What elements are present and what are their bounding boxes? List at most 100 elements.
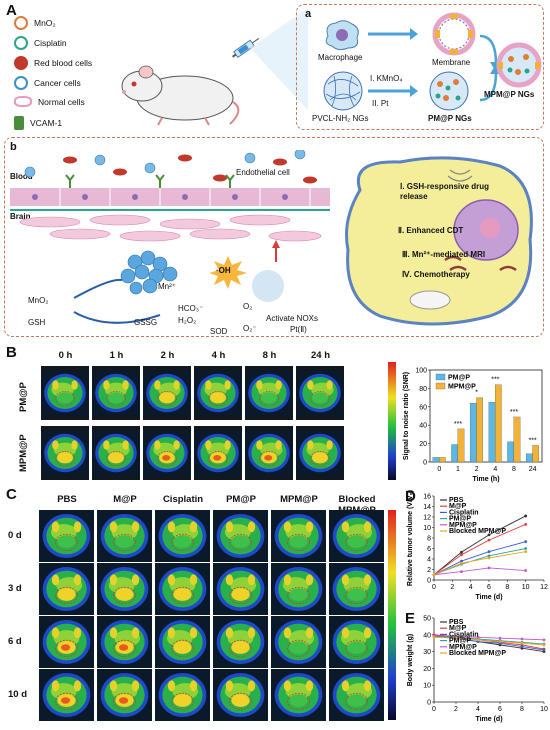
- legend-item: Cancer cells: [14, 76, 81, 90]
- x-tick-label: 0: [437, 466, 441, 473]
- data-point: [542, 648, 546, 652]
- group-header: Cisplatin: [162, 494, 204, 505]
- x-tick-label: 24: [529, 466, 537, 473]
- y-tick-label: 6: [427, 546, 431, 553]
- normal-cell-icon: [14, 96, 32, 107]
- hco3-label: HCO₃⁻: [178, 304, 204, 313]
- data-point: [520, 637, 524, 641]
- data-point: [460, 561, 463, 565]
- significance-mark: ***: [510, 409, 518, 416]
- data-point: [487, 554, 491, 558]
- red-blood-cell-icon: [14, 56, 28, 70]
- day-label: 0 d: [8, 530, 22, 541]
- time-header: 2 h: [160, 350, 175, 361]
- y-tick-label: 0: [427, 700, 431, 707]
- bar-MPM@P: [476, 397, 483, 463]
- series-line-PM@P: [433, 548, 526, 576]
- legend-label: PM@P: [449, 638, 471, 645]
- tumor-cell-illustration: [345, 156, 533, 326]
- mri-image: [155, 510, 210, 562]
- legend-label: PBS: [449, 497, 464, 504]
- y-tick-label: 10: [423, 525, 431, 532]
- data-point: [524, 540, 528, 544]
- macrophage-label: Macrophage: [318, 53, 363, 62]
- data-point: [487, 533, 491, 537]
- data-point: [542, 643, 546, 647]
- mri-image: [41, 426, 89, 480]
- legend-label: Blocked MPM@P: [449, 650, 506, 657]
- y-tick-label: 40: [419, 423, 427, 430]
- x-tick-label: 2: [450, 584, 454, 591]
- cell-mechanism-item: Ⅱ. Enhanced CDT: [398, 226, 464, 235]
- mri-image: [92, 426, 140, 480]
- mpmp-nanogel-icon: [496, 42, 542, 88]
- data-point: [460, 550, 463, 554]
- gssg-label: GSSG: [134, 318, 158, 327]
- mri-image: [155, 616, 210, 668]
- data-point: [432, 573, 436, 577]
- syringe-icon: [232, 38, 260, 59]
- x-axis-label: Time (h): [472, 476, 499, 483]
- legend-label: Cisplatin: [449, 509, 479, 516]
- bar-MPM@P: [457, 428, 465, 463]
- y-tick-label: 0: [427, 578, 431, 585]
- mri-image: [155, 563, 210, 615]
- bar-MPM@P: [513, 416, 521, 463]
- x-axis-label: Time (d): [475, 594, 502, 601]
- data-point: [498, 640, 502, 643]
- gsh-label: GSH: [28, 318, 46, 327]
- mri-image: [194, 426, 242, 480]
- bar-PM@P: [507, 441, 514, 463]
- sod-label: SOD: [210, 327, 228, 336]
- legend-label: Blocked MPM@P: [449, 528, 506, 535]
- legend-label: M@P: [449, 625, 467, 632]
- data-point: [476, 638, 480, 642]
- mno2-icon: [14, 16, 28, 30]
- day-label: 10 d: [8, 689, 28, 700]
- data-point: [524, 569, 528, 572]
- pmp-nanogel-icon: [429, 71, 469, 111]
- group-header: PBS: [57, 494, 77, 505]
- mri-image: [329, 616, 384, 668]
- legend-label: M@P: [449, 503, 467, 510]
- mri-image: [97, 616, 152, 668]
- data-point: [524, 547, 528, 550]
- y-tick-label: 8: [427, 536, 431, 543]
- cell-mechanism-item: Ⅲ. Mn²⁺-mediated MRI: [402, 250, 486, 259]
- cell-mechanism-item: Ⅳ. Chemotherapy: [402, 270, 470, 279]
- series-line-Blocked MPM@P: [433, 551, 526, 576]
- mri-image: [213, 510, 268, 562]
- mri-image: [39, 616, 94, 668]
- mri-image: [329, 669, 384, 721]
- scheme-b-box: [4, 137, 544, 337]
- row-label: PM@P: [18, 382, 29, 412]
- significance-mark: *: [475, 390, 478, 397]
- y-tick-label: 0: [423, 460, 427, 467]
- pt-label: Pt(Ⅱ): [290, 325, 307, 334]
- significance-mark: ***: [529, 437, 537, 444]
- data-point: [487, 556, 491, 560]
- data-point: [460, 570, 463, 573]
- mri-image: [41, 366, 89, 420]
- x-axis-label: Time (d): [475, 716, 502, 723]
- legend-label: Normal cells: [38, 96, 85, 107]
- data-point: [520, 641, 524, 645]
- y-tick-label: 20: [419, 441, 427, 448]
- x-tick-label: 8: [505, 584, 509, 591]
- brain-label: Brain: [10, 212, 31, 221]
- cisplatin-icon: [14, 36, 28, 50]
- legend-item: MnO₂: [14, 16, 56, 30]
- x-tick-label: 8: [512, 466, 516, 473]
- zoom-beam: [250, 8, 308, 110]
- x-tick-label: 2: [454, 706, 458, 713]
- mri-image: [92, 366, 140, 420]
- mouse-illustration: [121, 65, 240, 126]
- colorbar-c: [388, 510, 396, 720]
- x-tick-label: 0: [432, 706, 436, 713]
- y-tick-label: 20: [423, 666, 431, 673]
- y-tick-label: 50: [423, 616, 431, 623]
- mri-image: [271, 510, 326, 562]
- mri-image: [97, 669, 152, 721]
